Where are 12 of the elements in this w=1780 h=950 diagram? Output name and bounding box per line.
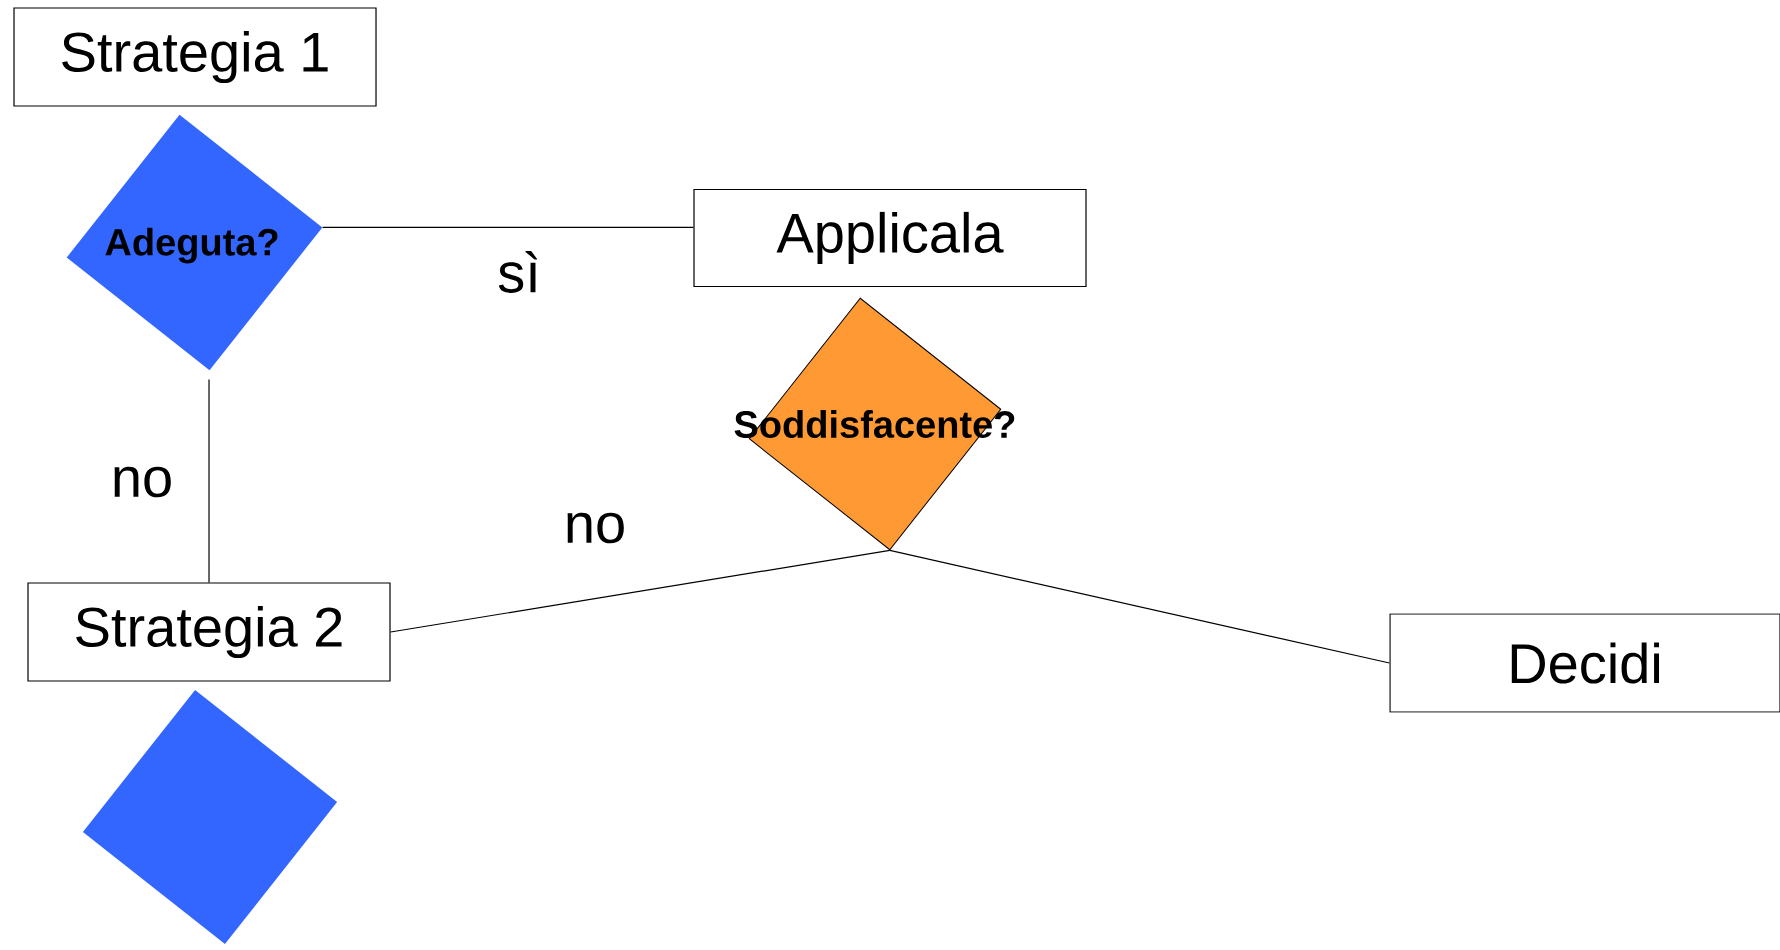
diamond-shape bbox=[82, 689, 338, 945]
connector-line bbox=[322, 226, 694, 229]
edge-label: sì bbox=[496, 250, 542, 294]
edge-label: no bbox=[109, 465, 175, 499]
process-box: Strategia 1 bbox=[13, 7, 377, 107]
connector-line bbox=[390, 549, 891, 633]
connector-line bbox=[208, 379, 210, 583]
edge-label: no bbox=[562, 511, 628, 545]
process-box: Decidi bbox=[1389, 613, 1780, 713]
connector-line bbox=[889, 549, 1390, 664]
process-box: Strategia 2 bbox=[27, 582, 391, 682]
process-box: Applicala bbox=[693, 188, 1087, 288]
